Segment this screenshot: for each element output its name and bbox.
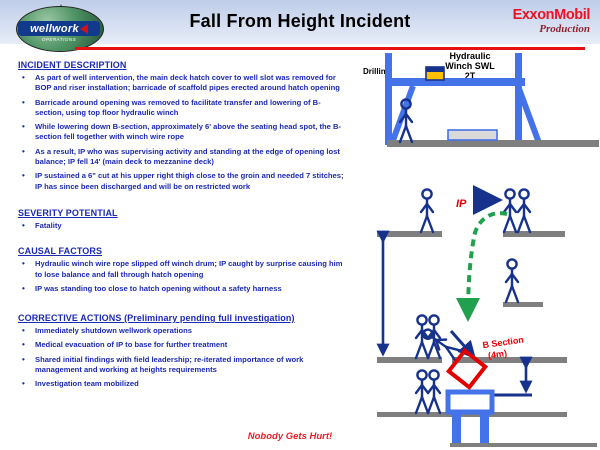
- mezzanine-deck-left: [377, 357, 442, 363]
- fall-path-arrow: [456, 211, 508, 322]
- main-deck-right: [503, 231, 565, 237]
- causal-factors-heading: CAUSAL FACTORS: [18, 246, 103, 257]
- stick-figure-mezzanine-2: [426, 314, 442, 360]
- wellwork-chevron-icon: [79, 23, 88, 34]
- list-item: Immediately shutdown wellwork operations: [18, 326, 345, 337]
- wellwork-logo-text: wellwork: [30, 22, 79, 35]
- wellwork-logo: wellwork OPERATIONS: [16, 4, 104, 52]
- hydraulic-winch-icon: [425, 66, 445, 81]
- list-item: As a result, IP who was supervising acti…: [18, 147, 345, 168]
- b-section-fallen: [445, 347, 489, 391]
- winch-label-line1: Hydraulic: [449, 51, 490, 61]
- list-item: Fatality: [18, 221, 345, 232]
- stick-figure-intermediate-deck: [504, 258, 520, 304]
- causal-factors-list: Hydraulic winch wire rope slipped off wi…: [18, 259, 345, 294]
- list-item: Shared initial findings with field leade…: [18, 355, 345, 376]
- list-item: Hydraulic winch wire rope slipped off wi…: [18, 259, 345, 280]
- winch-label-line2: Winch SWL: [445, 61, 495, 71]
- list-item: Medical evacuation of IP to base for fur…: [18, 340, 345, 351]
- list-item: As part of well intervention, the main d…: [18, 73, 345, 94]
- wellwork-operations-text: OPERATIONS: [41, 37, 77, 42]
- list-item: While lowering down B-section, approxima…: [18, 122, 345, 143]
- stick-figure-ip: [502, 188, 518, 234]
- intermediate-deck-right: [503, 302, 543, 307]
- stick-figure-main-deck-left: [419, 188, 435, 234]
- severity-potential-heading: SEVERITY POTENTIAL: [18, 207, 118, 218]
- list-item: IP sustained a 6" cut at his upper right…: [18, 171, 345, 192]
- frame-brace-left: [389, 84, 416, 145]
- exxonmobil-division-text: Production: [539, 23, 590, 35]
- mezzanine-deck-right: [452, 357, 567, 363]
- winch-frame: [385, 53, 525, 145]
- bottom-deck: [450, 443, 597, 447]
- main-deck-left: [377, 231, 442, 237]
- stick-figure-lower-2: [426, 369, 442, 415]
- incident-description-heading: INCIDENT DESCRIPTION: [18, 60, 127, 70]
- fall-diagram-svg: Hydraulic Winch SWL 2T Drilling: [363, 51, 599, 447]
- drilling-deck-label: Drilling: [363, 67, 391, 76]
- frame-brace-right: [515, 84, 542, 145]
- wellwork-banner: wellwork: [18, 21, 100, 36]
- corrective-actions-heading: CORRECTIVE ACTIONS (Preliminary pending …: [18, 313, 295, 324]
- list-item: Barricade around opening was removed to …: [18, 98, 345, 119]
- winch-label-line3: 2T: [465, 71, 476, 81]
- safety-tagline: Nobody Gets Hurt!: [247, 431, 333, 442]
- list-item: Investigation team mobilized: [18, 379, 345, 390]
- list-item: IP was standing too close to hatch openi…: [18, 284, 345, 295]
- top-deck: [387, 140, 599, 147]
- header-divider: [75, 47, 585, 50]
- exxonmobil-logo: ExxonMobil Production: [470, 7, 591, 35]
- page-title: Fall From Height Incident: [189, 11, 411, 31]
- b-section-on-deck: [447, 129, 498, 141]
- corrective-actions-list: Immediately shutdown wellwork operations…: [18, 326, 345, 390]
- report-text-column: INCIDENT DESCRIPTION As part of well int…: [18, 60, 345, 394]
- stick-figure-main-deck-right: [516, 188, 532, 234]
- seating-head-table: [445, 389, 495, 443]
- stick-figure-mezzanine-1: [414, 314, 430, 360]
- stick-figure-lower-1: [414, 369, 430, 415]
- ip-label: IP: [456, 198, 467, 210]
- severity-list: Fatality: [18, 221, 345, 232]
- exxonmobil-brand-text: ExxonMobil: [512, 7, 591, 23]
- incident-description-list: As part of well intervention, the main d…: [18, 73, 345, 192]
- b-section-label-line2: (4m): [487, 348, 507, 361]
- fall-diagram: Hydraulic Winch SWL 2T Drilling: [355, 40, 600, 450]
